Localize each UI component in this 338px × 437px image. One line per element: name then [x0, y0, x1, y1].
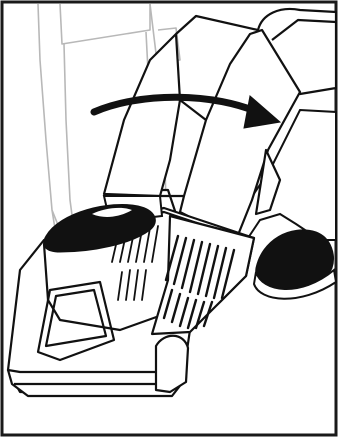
body-left-rail — [104, 34, 180, 196]
body-inner-line — [180, 100, 206, 120]
body-left-edge — [176, 16, 258, 34]
base-front-wheel — [156, 336, 188, 392]
tilt-arrow-icon — [94, 96, 280, 128]
